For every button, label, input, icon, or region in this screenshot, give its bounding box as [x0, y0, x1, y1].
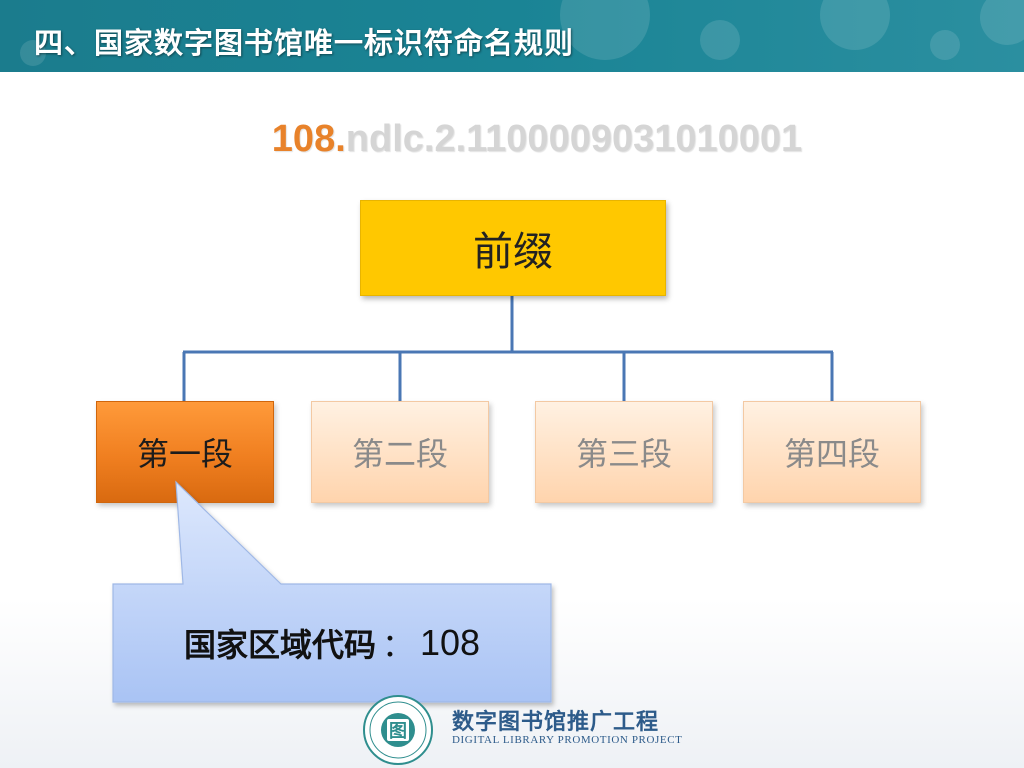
callout-value: 108 [419, 622, 481, 663]
segment-2-box: 第二段 [311, 401, 489, 503]
logo-char: 图 [389, 721, 407, 742]
brand-name-cn: 数字图书馆推广工程 [452, 709, 660, 735]
identifier-example: 108.ndlc.2.1100009031010001 [0, 118, 1024, 161]
page-title: 四、国家数字图书馆唯一标识符命名规则 [34, 26, 575, 60]
callout-separator: ： [381, 626, 414, 664]
prefix-box: 前缀 [360, 200, 666, 296]
brand-name-en: DIGITAL LIBRARY PROMOTION PROJECT [452, 734, 683, 746]
header-decor [700, 20, 740, 60]
header-decor [930, 30, 960, 60]
callout-content: 国家区域代码：108 [113, 584, 551, 702]
segment-4-box: 第四段 [743, 401, 921, 503]
segment-3-box: 第三段 [535, 401, 713, 503]
library-seal-icon: 图 [363, 695, 433, 765]
identifier-highlight: 108. [271, 118, 346, 160]
header-decor [20, 40, 46, 66]
identifier-rest: ndlc.2.1100009031010001 [345, 118, 803, 160]
header-bar: 四、国家数字图书馆唯一标识符命名规则 [0, 0, 1024, 72]
callout-shape [112, 480, 552, 703]
callout-label: 国家区域代码 [183, 626, 376, 664]
segment-1-box: 第一段 [96, 401, 274, 503]
